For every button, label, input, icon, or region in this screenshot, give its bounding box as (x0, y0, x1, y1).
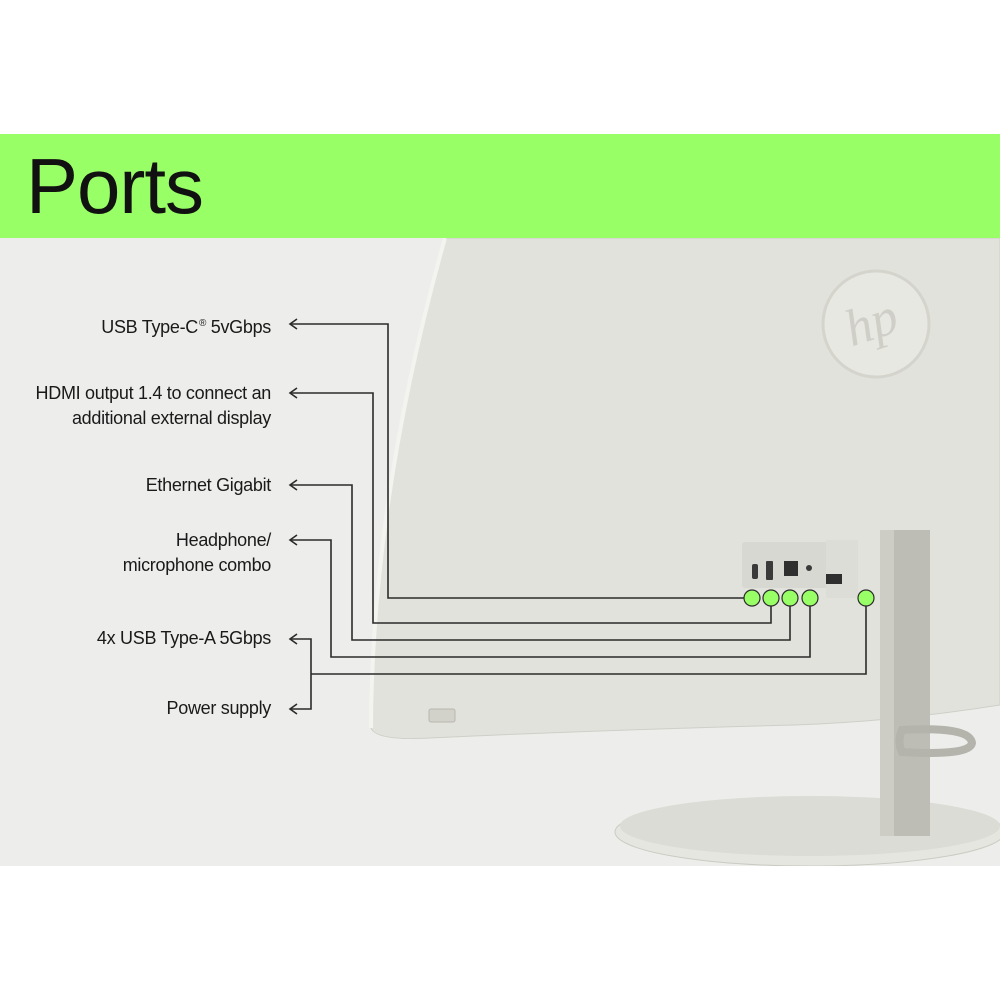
marker-headphone (801, 589, 819, 607)
cable-clip (895, 725, 977, 757)
label-headphone-line1: Headphone/ (175, 530, 271, 550)
label-headphone-line2: microphone combo (122, 555, 272, 575)
callout-line-hdmi (290, 392, 772, 624)
port-markers (743, 589, 875, 607)
port-panel (742, 540, 858, 598)
label-usb-a: 4x USB Type-A 5Gbps (96, 628, 271, 648)
callout-lines (290, 323, 867, 710)
marker-usb-a (857, 589, 875, 607)
hp-logo: hp (821, 269, 931, 379)
callout-line-usb-c (290, 323, 752, 599)
label-hdmi-line2: additional external display (71, 408, 271, 428)
page-title: Ports (26, 142, 204, 230)
monitor-illustration: hp (288, 238, 1000, 866)
arrow-heads (288, 318, 298, 715)
label-usb-c: USB Type-C® 5vGbps (101, 317, 271, 337)
product-photo: hp (0, 238, 1000, 866)
callout-line-headphone (290, 539, 811, 658)
power-button (428, 708, 456, 723)
label-power: Power supply (166, 698, 272, 718)
callout-line-ethernet (290, 484, 791, 641)
label-hdmi-line1: HDMI output 1.4 to connect an (35, 383, 272, 403)
title-banner (0, 134, 1000, 238)
label-ethernet: Ethernet Gigabit (145, 475, 272, 495)
marker-hdmi (762, 589, 780, 607)
marker-usb-c (743, 589, 761, 607)
marker-ethernet (781, 589, 799, 607)
callout-line-usb-a (290, 638, 312, 710)
callout-line-power (311, 598, 867, 675)
monitor-edge-highlight (369, 238, 447, 729)
